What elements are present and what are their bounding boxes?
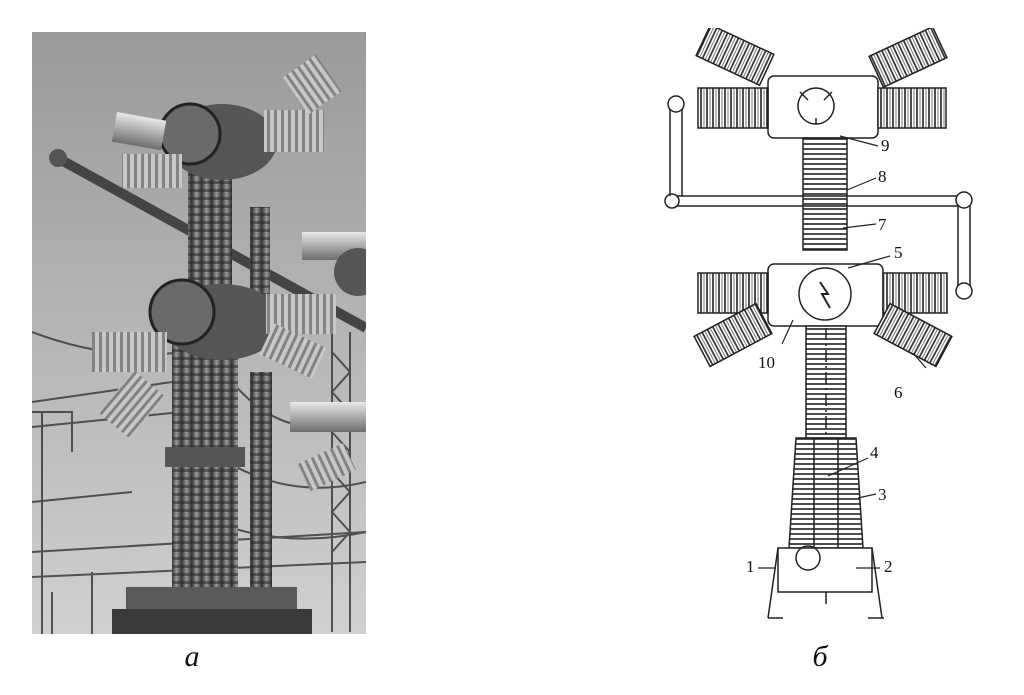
- label-8: 8: [878, 167, 887, 186]
- label-1: 1: [746, 557, 755, 576]
- caption-a: а: [184, 640, 200, 673]
- caption-b: б: [812, 640, 828, 673]
- label-10: 10: [758, 353, 775, 372]
- breaker-photo-image: [32, 32, 366, 634]
- label-4: 4: [870, 443, 879, 462]
- label-9: 9: [881, 136, 890, 155]
- breaker-photo: [32, 32, 366, 634]
- label-7: 7: [878, 215, 887, 234]
- breaker-drawing: 9 8 7 5 6 10 4 3 1 2: [658, 28, 993, 634]
- label-6: 6: [894, 383, 903, 402]
- label-5: 5: [894, 243, 903, 262]
- label-2: 2: [884, 557, 893, 576]
- label-3: 3: [878, 485, 887, 504]
- breaker-drawing-svg: 9 8 7 5 6 10 4 3 1 2: [664, 28, 973, 619]
